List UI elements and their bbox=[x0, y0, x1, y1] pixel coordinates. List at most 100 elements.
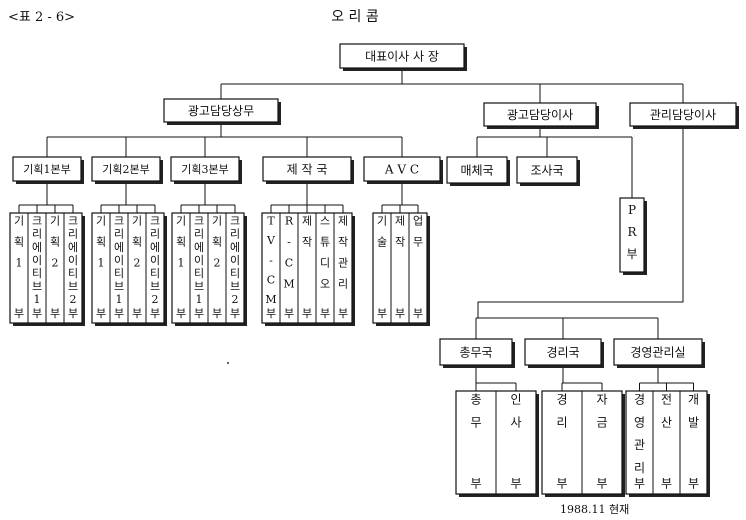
node-frame bbox=[262, 156, 352, 182]
dept-char: 기 bbox=[212, 215, 222, 228]
dept-char: M bbox=[283, 277, 294, 290]
dept-char: 브 bbox=[230, 280, 240, 293]
dept-char: 산 bbox=[661, 415, 672, 429]
node-prod: 제 작 국 bbox=[262, 156, 354, 184]
dept-char: 부 bbox=[50, 307, 60, 320]
node-frame bbox=[446, 156, 508, 184]
dept-char: 이 bbox=[230, 254, 240, 267]
dept-char: 티 bbox=[230, 267, 240, 280]
dept-char: 경 bbox=[634, 393, 645, 407]
dept-char: 부 bbox=[266, 307, 276, 320]
dept-char: 부 bbox=[68, 307, 78, 320]
dept-char: 이 bbox=[68, 254, 78, 267]
node-research: 조사국 bbox=[516, 156, 580, 186]
dept-char: 크 bbox=[114, 215, 124, 228]
dept-char: 브 bbox=[150, 280, 160, 293]
dept-char: 부 bbox=[194, 307, 204, 320]
dept-char: 2 bbox=[70, 293, 77, 306]
node-plan3: 기획3본부 bbox=[170, 156, 242, 184]
node-mgmt_office: 경영관리실 bbox=[613, 338, 705, 368]
chart-title: 오 리 콤 bbox=[331, 9, 379, 25]
dept-char: 리 bbox=[338, 277, 348, 290]
dept-char: 에 bbox=[114, 241, 124, 254]
dept-char: 티 bbox=[150, 267, 160, 280]
dept-char: 기 bbox=[50, 215, 60, 228]
dept-char: 부 bbox=[470, 476, 481, 490]
dept-char: 크 bbox=[230, 215, 240, 228]
node-label: 광고담당상무 bbox=[188, 104, 254, 118]
dept-char: 티 bbox=[194, 267, 204, 280]
dept-char: 브 bbox=[32, 280, 42, 293]
dept-char: 부 bbox=[96, 307, 106, 320]
dept-frame bbox=[261, 212, 353, 324]
dept-char: 부 bbox=[510, 476, 521, 490]
node-ad_exec: 광고담당상무 bbox=[163, 98, 281, 125]
node-frame bbox=[483, 102, 597, 127]
dept-char: V bbox=[266, 234, 276, 247]
dept-char: 리 bbox=[68, 228, 78, 241]
dept-char: 부 bbox=[395, 307, 405, 320]
dept-char: 부 bbox=[413, 307, 423, 320]
dept-char: 제 bbox=[338, 215, 348, 228]
node-char: P bbox=[628, 203, 636, 217]
node-frame bbox=[363, 156, 441, 182]
dept-char: 리 bbox=[114, 228, 124, 241]
dept-char: 부 bbox=[284, 307, 294, 320]
dept-char: 부 bbox=[176, 307, 186, 320]
dept-char: 리 bbox=[32, 228, 42, 241]
node-ceo: 대표이사 사 장 bbox=[339, 43, 467, 71]
dept-char: 경 bbox=[556, 393, 567, 407]
dept-char: 2 bbox=[52, 256, 59, 269]
dept-char: 획 bbox=[132, 235, 142, 248]
dept-char: 2 bbox=[214, 256, 221, 269]
node-avc: A V C bbox=[363, 156, 443, 184]
dept-char: 부 bbox=[150, 307, 160, 320]
dept-char: 획 bbox=[50, 235, 60, 248]
date-note: 1988.11 현재 bbox=[560, 503, 629, 516]
dept-char: 무 bbox=[413, 235, 423, 248]
dept-char: C bbox=[267, 274, 275, 287]
dept-char: 튜 bbox=[320, 235, 330, 248]
node-frame bbox=[439, 338, 513, 366]
dept-char: 부 bbox=[320, 307, 330, 320]
dept-char: 기 bbox=[96, 215, 106, 228]
node-label: 경리국 bbox=[546, 345, 579, 359]
node-frame bbox=[629, 102, 737, 127]
table-number: <표 2 - 6> bbox=[8, 10, 75, 25]
node-label: 총무국 bbox=[459, 345, 492, 359]
dept-char: 브 bbox=[194, 280, 204, 293]
stray-dot bbox=[227, 362, 229, 364]
node-label: 매체국 bbox=[460, 163, 493, 177]
node-char: R bbox=[627, 225, 637, 239]
dept-char: 리 bbox=[556, 415, 567, 429]
dept-char: 전 bbox=[661, 393, 672, 407]
dept-char: 부 bbox=[661, 476, 672, 490]
dept-char: 부 bbox=[556, 476, 567, 490]
dept-char: 사 bbox=[510, 415, 521, 429]
dept-char: 부 bbox=[634, 476, 645, 490]
dept-char: 부 bbox=[338, 307, 348, 320]
dept-char: 2 bbox=[134, 256, 141, 269]
dept-char: 브 bbox=[114, 280, 124, 293]
dept-char: 부 bbox=[377, 307, 387, 320]
node-label: A V C bbox=[384, 162, 419, 176]
dept-char: 관 bbox=[634, 438, 645, 452]
